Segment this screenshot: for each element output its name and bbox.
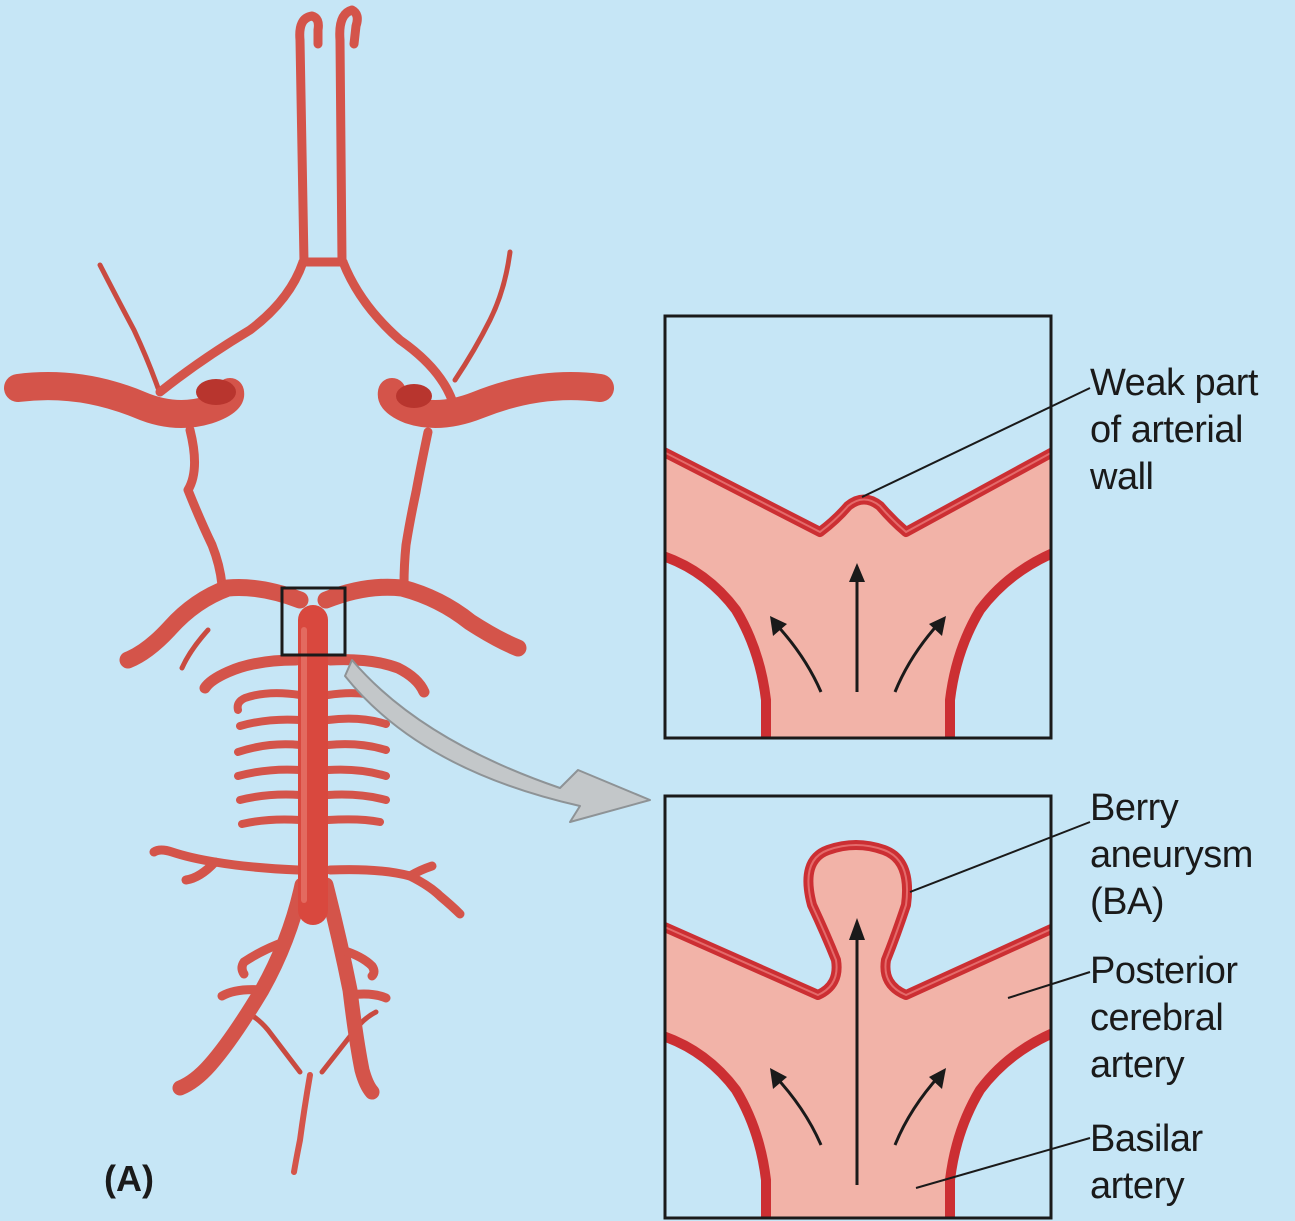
- label-weak-line-3: wall: [1090, 454, 1258, 501]
- panel-label: (A): [104, 1158, 154, 1200]
- label-basilar-artery: Basilar artery: [1090, 1116, 1203, 1210]
- label-berry-line-1: Berry: [1090, 785, 1253, 832]
- label-berry-line-2: aneurysm: [1090, 832, 1253, 879]
- inset-top: [660, 316, 1060, 745]
- label-pca-line-2: cerebral: [1090, 995, 1238, 1042]
- label-posterior-cerebral: Posterior cerebral artery: [1090, 948, 1238, 1089]
- label-berry-line-3: (BA): [1090, 879, 1253, 926]
- label-pca-line-1: Posterior: [1090, 948, 1238, 995]
- label-weak-line-2: of arterial: [1090, 407, 1258, 454]
- label-pca-line-3: artery: [1090, 1042, 1238, 1089]
- label-weak-line-1: Weak part: [1090, 360, 1258, 407]
- label-basilar-line-1: Basilar: [1090, 1116, 1203, 1163]
- label-weak-part: Weak part of arterial wall: [1090, 360, 1258, 501]
- label-basilar-line-2: artery: [1090, 1163, 1203, 1210]
- label-berry-aneurysm: Berry aneurysm (BA): [1090, 785, 1253, 926]
- inset-bottom: [660, 796, 1060, 1221]
